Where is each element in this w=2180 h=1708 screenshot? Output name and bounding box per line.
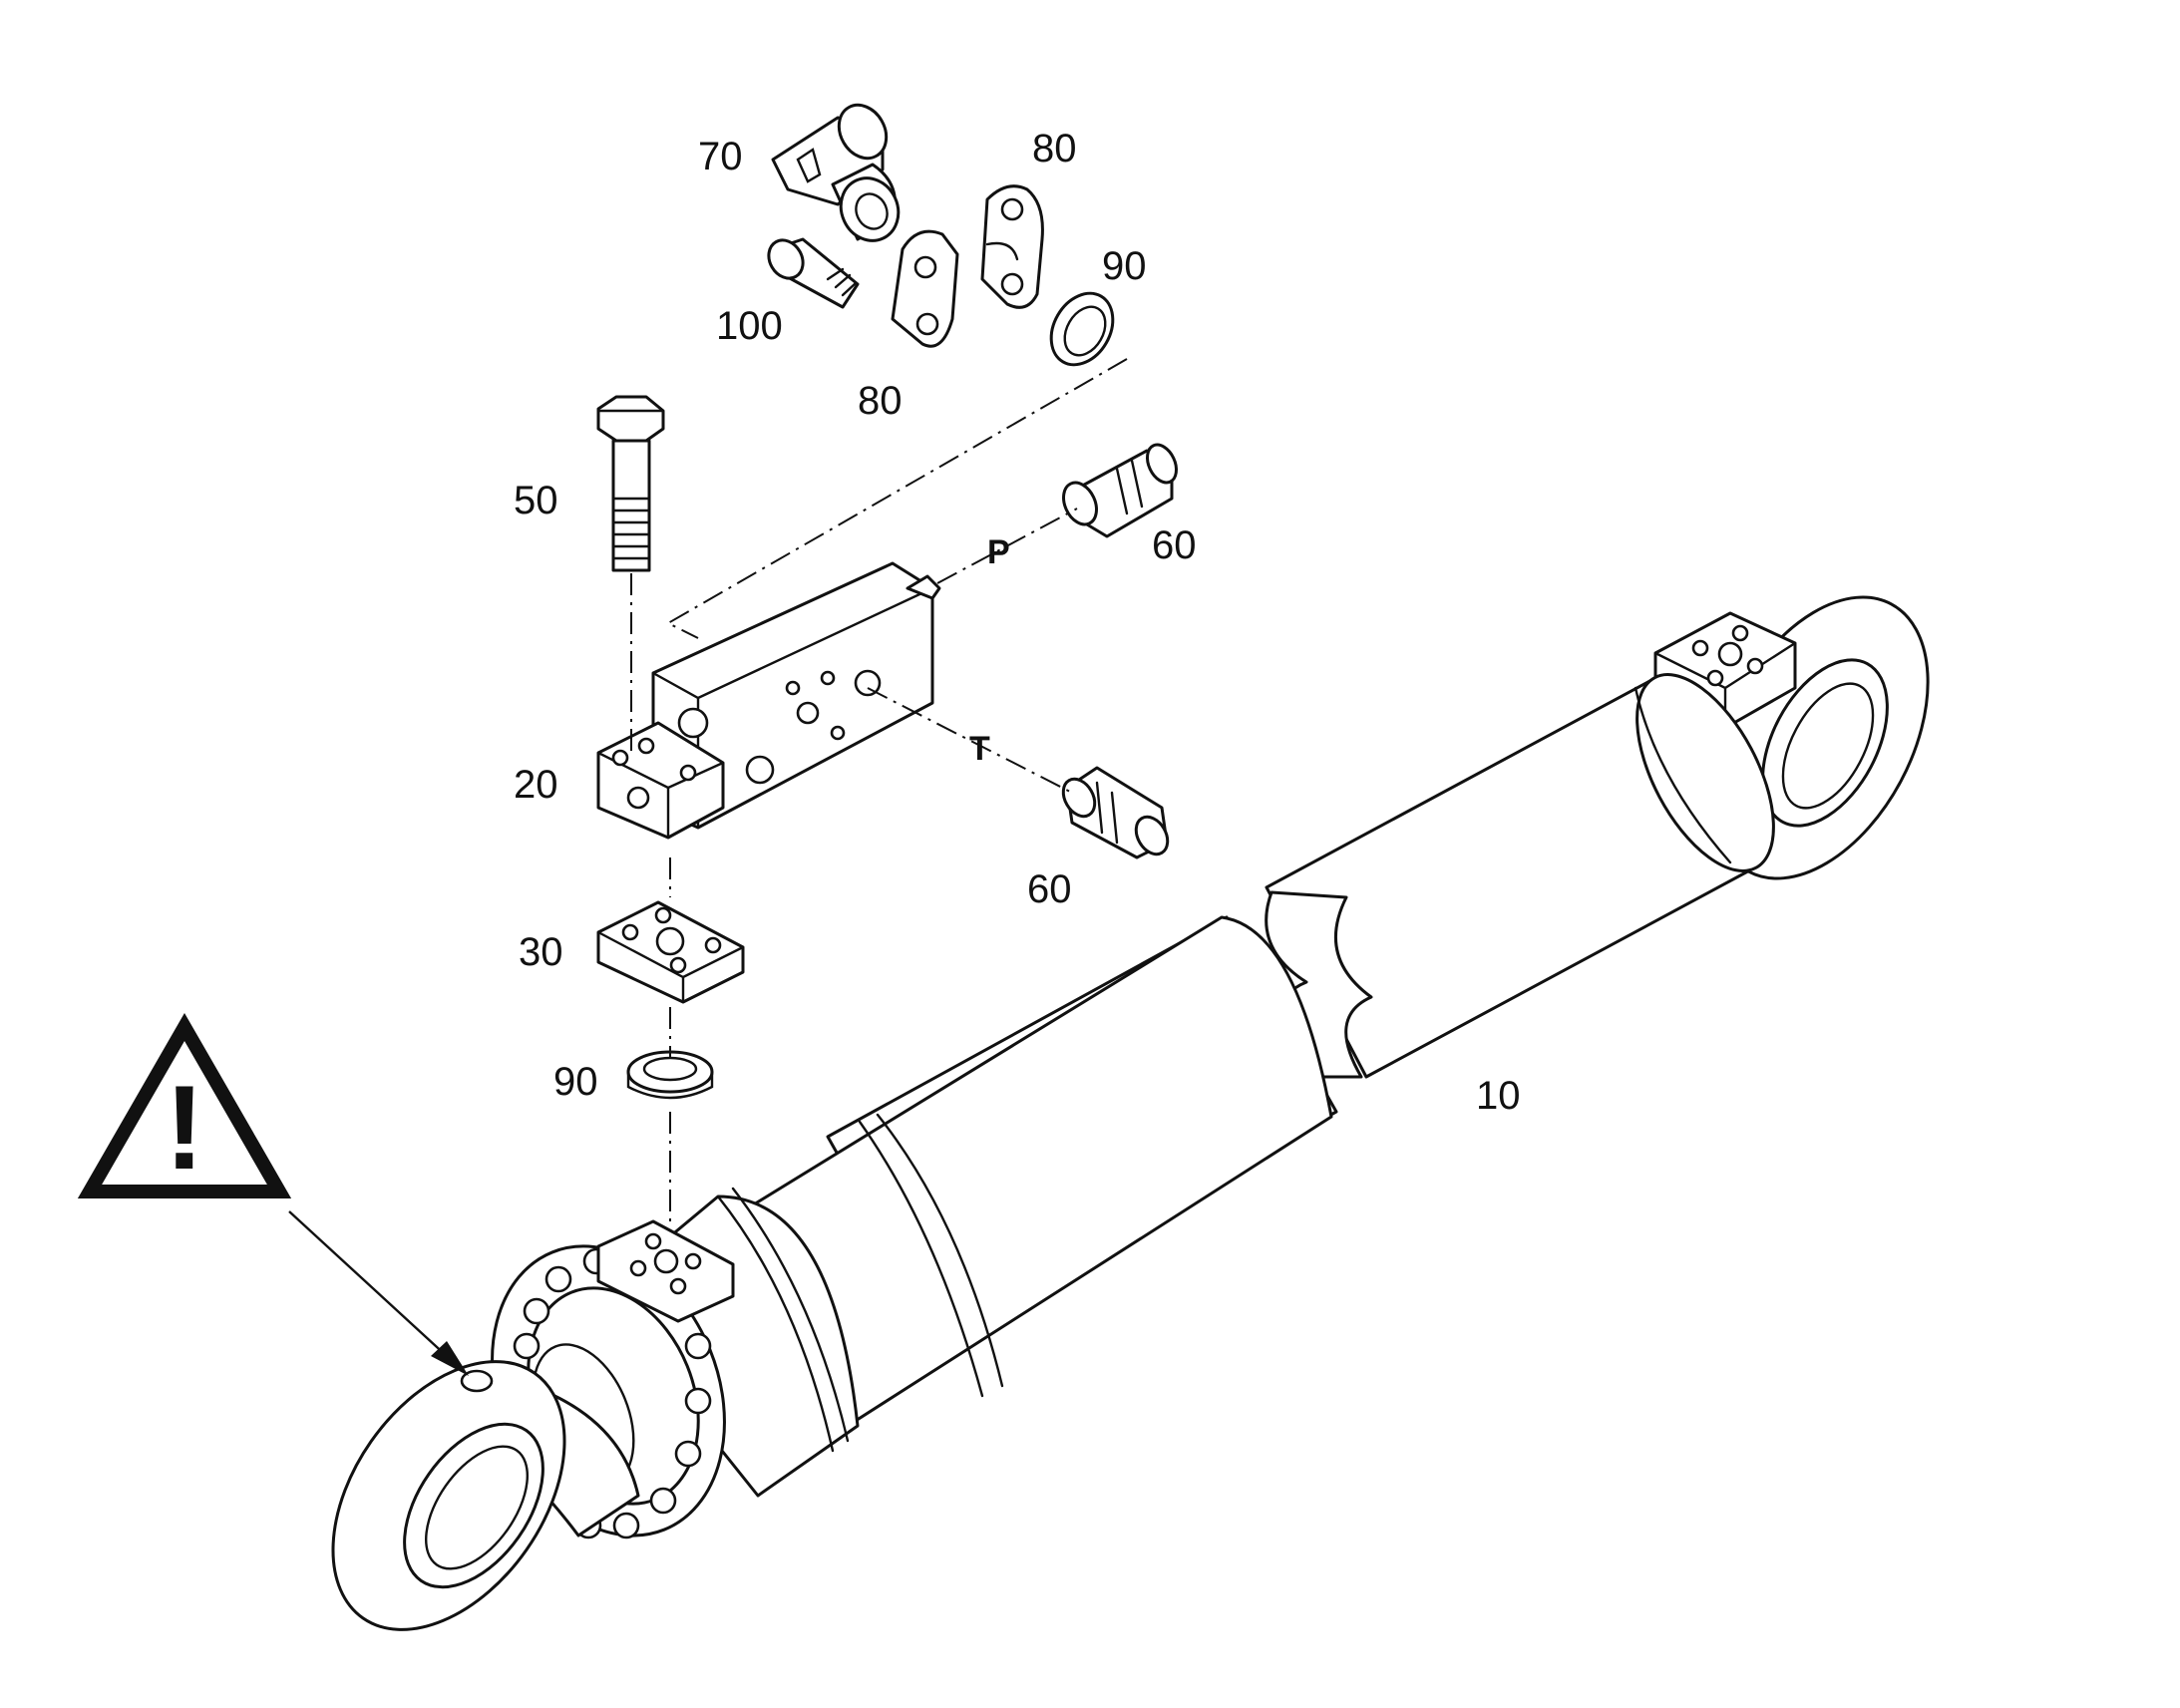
valve-mount-pad (596, 1219, 735, 1323)
part-80-split-flange-lower (891, 229, 959, 348)
callout-80-bottom: 80 (858, 379, 903, 423)
callout-50: 50 (514, 479, 558, 522)
callout-60-bottom: 60 (1027, 867, 1072, 911)
assembly-lines (630, 358, 1128, 1221)
callout-labels: 70 80 90 100 80 50 60 20 60 30 90 10 P T (514, 127, 1521, 1118)
part-30-adapter-plate (596, 900, 745, 1004)
callout-10: 10 (1476, 1074, 1521, 1118)
callout-60-top: 60 (1152, 523, 1197, 567)
part-90-seal-ring-bottom (626, 1050, 714, 1100)
callout-70: 70 (698, 135, 743, 178)
part-70-elbow-fitting (771, 103, 901, 242)
part-20-valve-block (596, 561, 941, 840)
warning-triangle-icon (77, 1012, 292, 1198)
cylinder-barrel-near (716, 915, 1333, 1428)
part-60-fitting-t (1061, 766, 1170, 859)
callout-100: 100 (716, 304, 783, 348)
warning-exclamation: ! (165, 1061, 204, 1195)
callout-20: 20 (514, 763, 558, 807)
part-90-seal-ring-top (1049, 291, 1115, 367)
warning-leader-arrow (431, 1341, 469, 1376)
port-label-p: P (987, 533, 1010, 571)
fitting-group (767, 103, 1115, 367)
callout-90-top: 90 (1102, 244, 1147, 288)
base-end-eye (331, 1360, 640, 1631)
part-50-hex-bolt (596, 395, 665, 572)
grease-nipple-point (460, 1369, 494, 1393)
callout-30: 30 (519, 930, 563, 974)
port-label-t: T (969, 730, 990, 768)
part-60-fitting-p (1062, 443, 1179, 538)
callout-90-bottom: 90 (553, 1060, 598, 1104)
warning-symbol: ! (77, 1012, 469, 1376)
warning-leader-line (288, 1210, 450, 1359)
cylinder-assembly (331, 595, 1930, 1631)
part-80-split-flange-upper (980, 184, 1044, 309)
part-100-cap-screw (767, 237, 860, 309)
callout-80-top: 80 (1032, 127, 1077, 171)
